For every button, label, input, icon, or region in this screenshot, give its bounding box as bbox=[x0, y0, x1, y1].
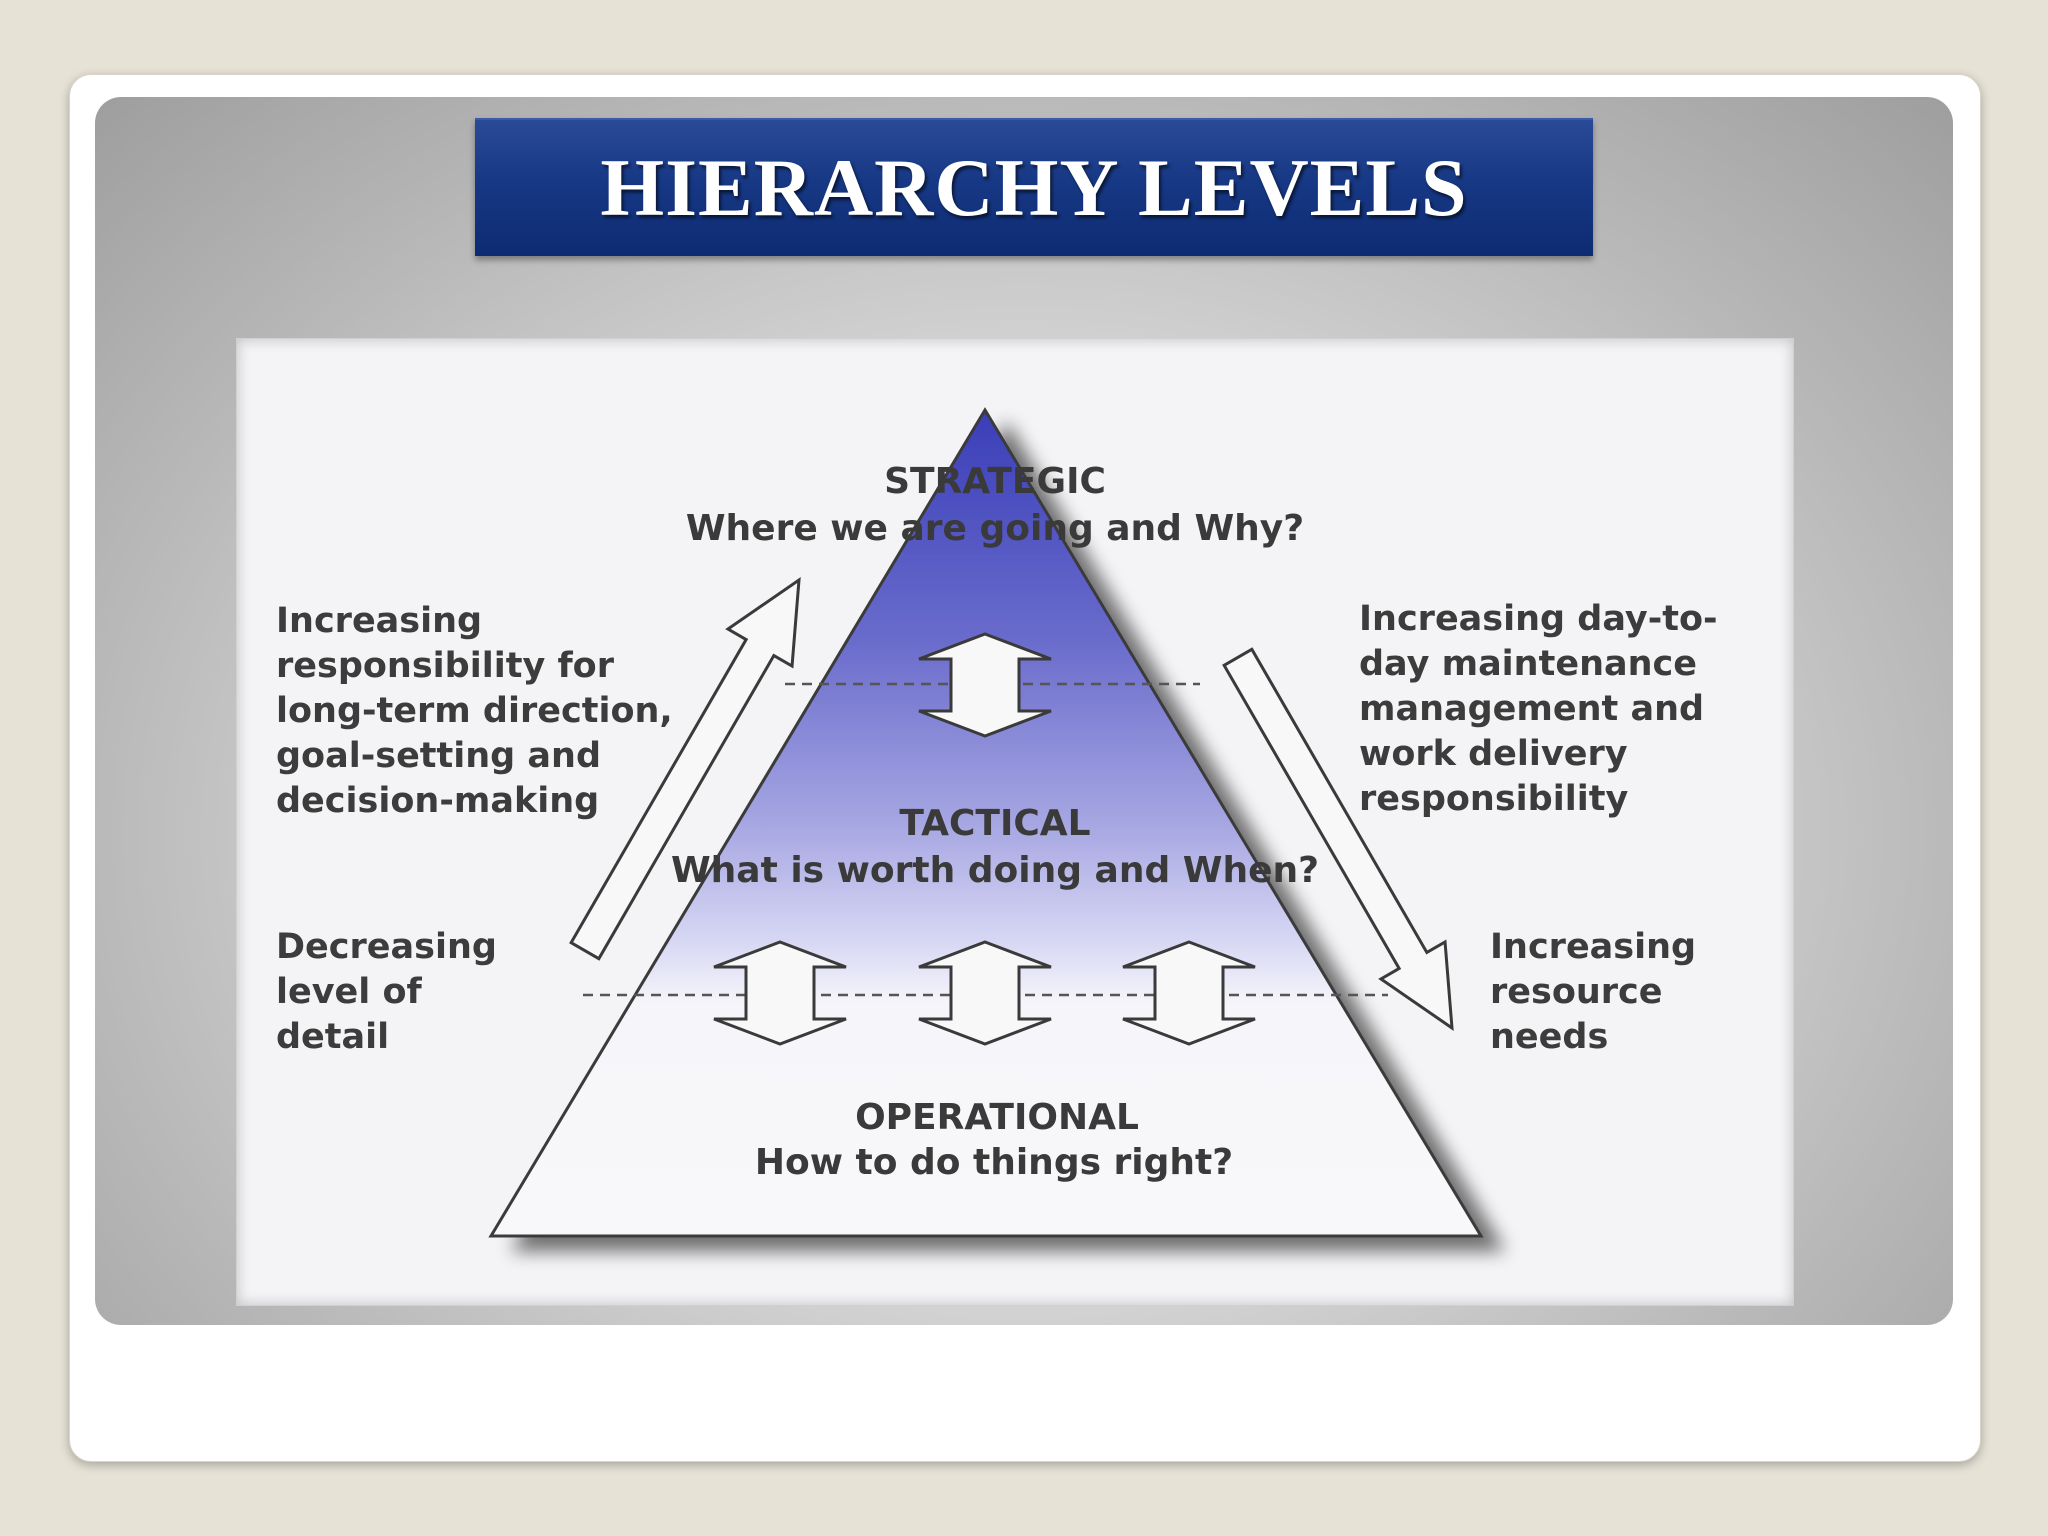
tactical-label: TACTICAL bbox=[899, 803, 1090, 844]
left-top-line: decision-making bbox=[276, 781, 599, 821]
right-top-line: work delivery bbox=[1359, 734, 1628, 774]
operational-question: How to do things right? bbox=[755, 1142, 1233, 1183]
slide-title: HIERARCHY LEVELS bbox=[600, 142, 1468, 233]
right-bottom-line: Increasing bbox=[1490, 927, 1696, 967]
strategic-label: STRATEGIC bbox=[884, 461, 1106, 502]
double-arrow-icon bbox=[918, 632, 1052, 738]
left-bottom-line: Decreasing bbox=[276, 927, 497, 967]
right-bottom-line: needs bbox=[1490, 1017, 1608, 1057]
left-bottom-line: level of bbox=[276, 972, 423, 1012]
strategic-question: Where we are going and Why? bbox=[686, 508, 1304, 549]
double-arrow-icon bbox=[713, 940, 847, 1046]
right-top-line: management and bbox=[1359, 689, 1704, 729]
right-top-line: responsibility bbox=[1359, 779, 1628, 819]
right-top-line: day maintenance bbox=[1359, 644, 1697, 684]
left-top-line: responsibility for bbox=[276, 646, 615, 686]
double-arrow-icon bbox=[918, 940, 1052, 1046]
left-top-line: goal-setting and bbox=[276, 736, 601, 776]
double-arrow-icon bbox=[1122, 940, 1256, 1046]
right-top-line: Increasing day-to- bbox=[1359, 599, 1718, 639]
down-arrow-icon bbox=[1222, 647, 1454, 1032]
title-banner: HIERARCHY LEVELS bbox=[475, 118, 1593, 256]
tactical-question: What is worth doing and When? bbox=[671, 850, 1319, 891]
left-top-line: long-term direction, bbox=[276, 691, 673, 731]
up-arrow-icon bbox=[569, 576, 801, 961]
left-top-line: Increasing bbox=[276, 601, 482, 641]
left-bottom-line: detail bbox=[276, 1017, 389, 1057]
operational-label: OPERATIONAL bbox=[855, 1097, 1139, 1138]
right-bottom-line: resource bbox=[1490, 972, 1663, 1012]
